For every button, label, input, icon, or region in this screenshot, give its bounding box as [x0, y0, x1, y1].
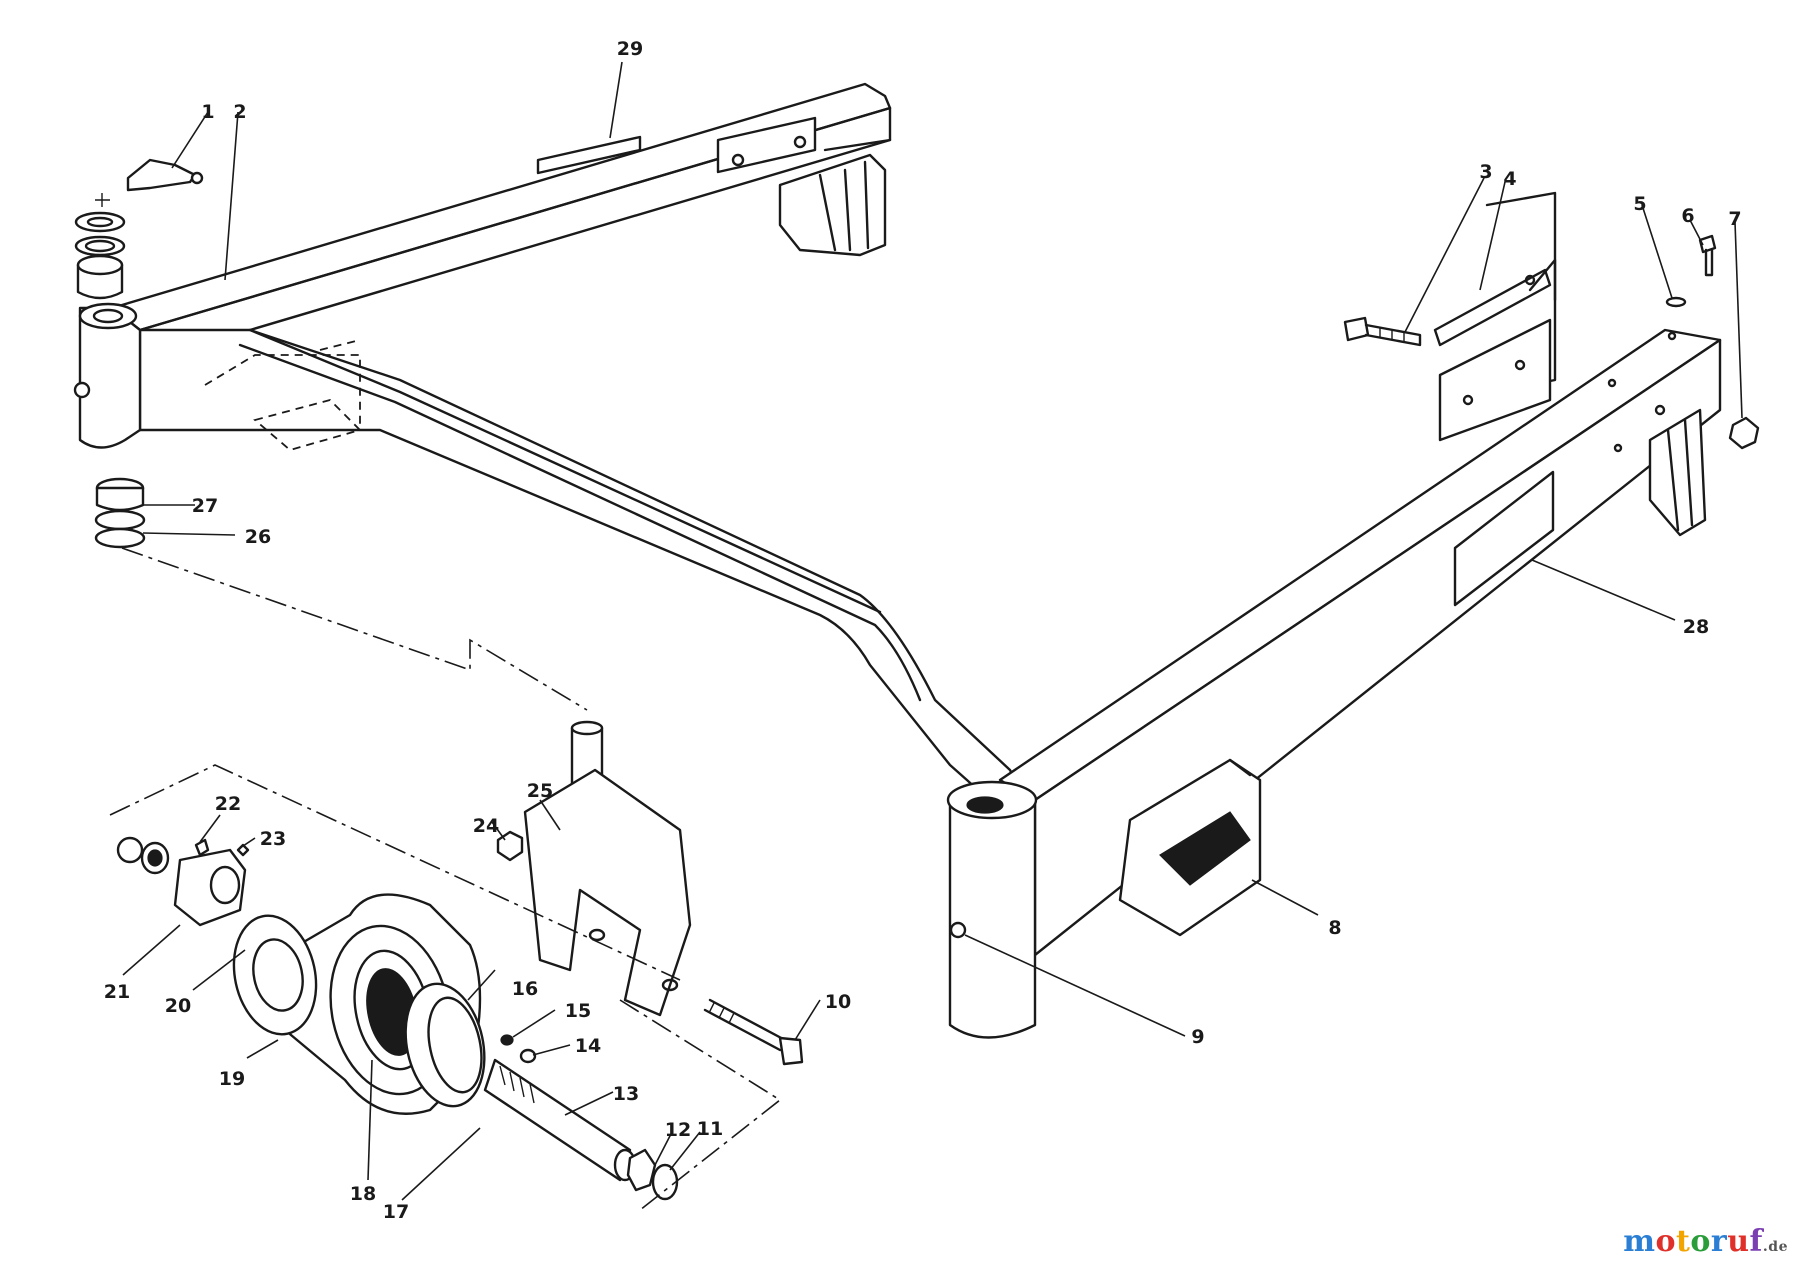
post-bushings [74, 158, 204, 549]
label-24: 24 [473, 815, 499, 837]
label-1: 1 [201, 101, 214, 123]
watermark-letter: o [1690, 1224, 1711, 1259]
watermark-letter: t [1676, 1224, 1691, 1259]
watermark-text: motoruf [1623, 1224, 1763, 1259]
part-labels: 1 2 3 4 5 6 7 8 9 10 11 12 13 14 15 16 1… [104, 38, 1742, 1223]
label-2: 2 [233, 101, 246, 123]
watermark-letter: f [1749, 1224, 1763, 1259]
label-6: 6 [1681, 205, 1694, 227]
label-9: 9 [1191, 1026, 1204, 1048]
watermark-letter: u [1727, 1224, 1750, 1259]
label-25: 25 [527, 780, 553, 802]
label-27: 27 [192, 495, 218, 517]
label-29: 29 [617, 38, 643, 60]
hidden-bracket-outline [204, 339, 362, 451]
watermark-letter: m [1623, 1224, 1656, 1259]
watermark-logo: motoruf.de [1623, 1224, 1788, 1259]
label-17: 17 [383, 1201, 409, 1223]
label-20: 20 [165, 995, 191, 1017]
right-pivot-post [946, 780, 1038, 1039]
label-16: 16 [512, 978, 538, 1000]
watermark-suffix: .de [1762, 1239, 1788, 1255]
label-21: 21 [104, 981, 130, 1003]
label-19: 19 [219, 1068, 245, 1090]
label-18: 18 [350, 1183, 376, 1205]
left-pivot-post [73, 302, 142, 449]
foot-bracket [1118, 758, 1262, 937]
wheel-assembly [116, 836, 804, 1201]
leader-lines [122, 61, 1743, 1201]
watermark-letter: o [1655, 1224, 1677, 1259]
label-7: 7 [1728, 208, 1741, 230]
label-3: 3 [1479, 161, 1492, 183]
label-14: 14 [575, 1035, 601, 1057]
label-12: 12 [665, 1119, 691, 1141]
label-8: 8 [1328, 917, 1341, 939]
watermark-letter: r [1710, 1224, 1728, 1259]
label-13: 13 [613, 1083, 639, 1105]
front-cross-rail [998, 328, 1722, 957]
label-26: 26 [245, 526, 271, 548]
rear-frame-rail [110, 82, 892, 332]
label-28: 28 [1683, 616, 1709, 638]
label-15: 15 [565, 1000, 591, 1022]
assembly-lines [109, 547, 782, 1211]
label-5: 5 [1633, 193, 1646, 215]
label-22: 22 [215, 793, 241, 815]
label-4: 4 [1503, 168, 1516, 190]
label-10: 10 [825, 991, 851, 1013]
label-11: 11 [697, 1118, 723, 1140]
caster-fork [496, 720, 692, 1017]
label-23: 23 [260, 828, 286, 850]
bracket-parts [1343, 191, 1760, 450]
